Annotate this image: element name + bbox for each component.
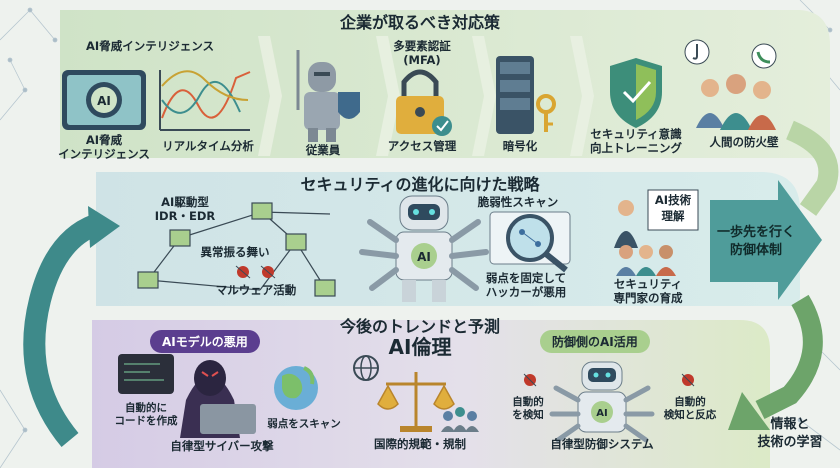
scan-label: 弱点をスキャン xyxy=(267,418,341,430)
ai-monitor-icon: AI xyxy=(62,70,146,130)
hacker-icon xyxy=(118,354,256,438)
flow-arrow-right-top xyxy=(785,120,839,216)
bottom-title: 今後のトレンドと予測 xyxy=(339,317,501,336)
malware-label: マルウェア活動 xyxy=(215,283,297,297)
auto-code-label-1: 自動的に xyxy=(125,402,167,414)
flow-arrow-left xyxy=(23,214,100,448)
respond-label-2: 検知と反応 xyxy=(663,409,717,421)
auto-code-label-2: コードを作成 xyxy=(114,415,178,427)
flow-arrow-right-bottom xyxy=(755,294,823,419)
learning-label-2: 技術の学習 xyxy=(757,435,823,450)
access-label: アクセス管理 xyxy=(387,139,457,153)
misuse-pill: AIモデルの悪用 xyxy=(150,330,260,353)
shield-icon xyxy=(610,58,662,128)
middle-title: セキュリティの進化に向けた戦略 xyxy=(300,175,540,194)
anomaly-label: 異常振る舞い xyxy=(200,245,270,259)
malware-bug-icon xyxy=(235,265,276,279)
regulation-label: 国際的規範・規制 xyxy=(374,437,466,451)
vuln-label-2: ハッカーが悪用 xyxy=(485,285,567,299)
realtime-label: リアルタイム分析 xyxy=(162,139,254,153)
board-text-1: AI技術 xyxy=(654,193,692,207)
bug-detect-icon xyxy=(523,373,695,387)
svg-text:AI: AI xyxy=(417,250,431,264)
svg-text:AI: AI xyxy=(97,94,111,108)
autonomous-attack-label: 自律型サイバー攻撃 xyxy=(170,439,274,453)
arrow-text-1: 一歩先を行く xyxy=(716,225,796,240)
realtime-chart-icon xyxy=(159,70,251,131)
globe-icon xyxy=(274,366,318,410)
magnifier-icon xyxy=(489,211,571,273)
employee-label: 従業員 xyxy=(305,143,341,157)
mfa-heading-2: (MFA) xyxy=(403,53,441,67)
defense-pill: 防御側のAI活用 xyxy=(540,330,650,353)
teacher-icon xyxy=(614,189,699,276)
idr-label-2: IDR・EDR xyxy=(154,209,216,223)
idr-label-1: AI駆動型 xyxy=(161,195,209,209)
learning-label-1: 情報と xyxy=(770,417,810,432)
threat-intel-label-1: AI脅威 xyxy=(85,133,123,147)
autonomous-defense-label: 自律型防御システム xyxy=(550,437,654,451)
threat-intel-label-2: インテリジェンス xyxy=(58,147,150,161)
scales-icon xyxy=(377,372,455,432)
people-small-icon xyxy=(441,407,479,432)
network-diagram xyxy=(137,202,336,297)
vuln-heading: 脆弱性スキャン xyxy=(477,195,559,209)
robot-icon: AI xyxy=(359,195,489,302)
vuln-label-1: 弱点を固定して xyxy=(485,271,567,285)
forward-arrow xyxy=(710,180,822,300)
knight-icon xyxy=(296,50,360,142)
training-label-1: セキュリティ意識 xyxy=(590,127,682,141)
ethics-title: AI倫理 xyxy=(388,335,452,359)
people-group-icon xyxy=(684,39,777,130)
board-text-2: 理解 xyxy=(661,209,685,223)
svg-text:AI: AI xyxy=(596,408,607,419)
experts-label-2: 専門家の育成 xyxy=(613,291,683,305)
training-label-2: 向上トレーニング xyxy=(590,141,682,155)
server-key-icon xyxy=(496,56,556,134)
padlock-icon xyxy=(396,69,452,136)
arrow-text-2: 防御体制 xyxy=(729,243,783,258)
encryption-label: 暗号化 xyxy=(502,139,538,153)
detect-label-1: 自動的 xyxy=(512,396,544,408)
experts-label-1: セキュリティ xyxy=(613,277,683,291)
detect-label-2: を検知 xyxy=(512,409,544,421)
threat-intel-heading: AI脅威インテリジェンス xyxy=(86,39,214,53)
top-title: 企業が取るべき対応策 xyxy=(339,13,501,32)
globe-small-icon xyxy=(353,355,379,381)
respond-label-1: 自動的 xyxy=(674,396,706,408)
mfa-heading-1: 多要素認証 xyxy=(393,39,451,53)
human-firewall-label: 人間の防火壁 xyxy=(709,135,779,149)
top-chevrons xyxy=(258,36,594,156)
defense-robot-icon: AI xyxy=(549,361,655,443)
